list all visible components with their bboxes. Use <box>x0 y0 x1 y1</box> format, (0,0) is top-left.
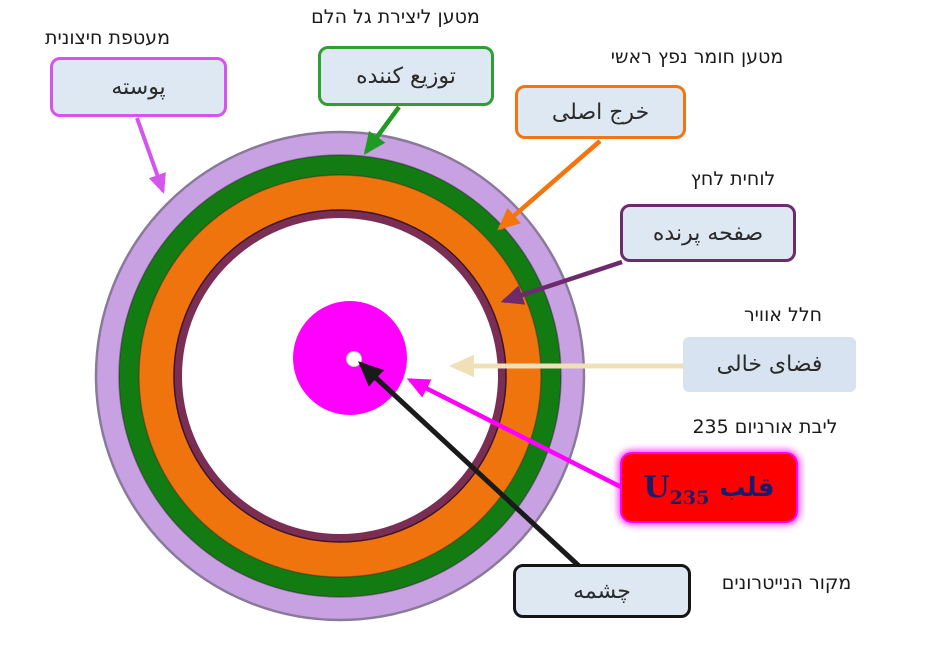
uranium-core-hebrew-label: ליבת אורניום 235 <box>692 416 838 438</box>
air-gap-box-text: فضای خالی <box>716 352 823 377</box>
distributor-arrow <box>363 105 401 155</box>
distributor-box: توزیع کننده <box>318 46 494 106</box>
neutron-source-box: چشمه <box>513 564 691 618</box>
pressure-plate-hebrew-label: לוחית לחץ <box>690 168 776 190</box>
source-arrow <box>358 361 581 568</box>
uranium-core-box-text: قلب <box>719 472 775 503</box>
main-charge-box-text: خرج اصلی <box>551 99 650 125</box>
air-gap-box: فضای خالی <box>683 337 856 392</box>
flyer-plate-box-text: صفحه پرنده <box>652 220 764 246</box>
main-charge-hebrew-label: מטען חומר נפץ ראשי <box>610 46 784 68</box>
main-charge-box: خرج اصلی <box>515 85 686 139</box>
flyer-plate-box: صفحه پرنده <box>620 204 796 262</box>
outer-shell-box: پوسته <box>50 57 227 117</box>
air-gap-hebrew-label: חלל אוויר <box>743 304 823 326</box>
main-charge-arrow <box>497 139 602 231</box>
uranium-core-box: قلب U235 <box>620 452 798 523</box>
core-arrow <box>406 377 623 490</box>
neutron-source-dot <box>346 351 362 367</box>
outer-shell-box-text: پوسته <box>111 74 166 100</box>
distributor-box-text: توزیع کننده <box>356 63 456 89</box>
u235-symbol: U235 <box>643 470 710 509</box>
outer-shell-hebrew-label: מעטפת חיצונית <box>45 27 170 49</box>
neutron-source-box-text: چشمه <box>573 578 631 604</box>
flyer-plate-arrow <box>500 259 623 305</box>
neutron-source-hebrew-label: מקור הנייטרונים <box>721 572 852 594</box>
shock-wave-hebrew-label: מטען ליצירת גל הלם <box>311 6 480 28</box>
outer-shell-arrow <box>135 117 166 195</box>
